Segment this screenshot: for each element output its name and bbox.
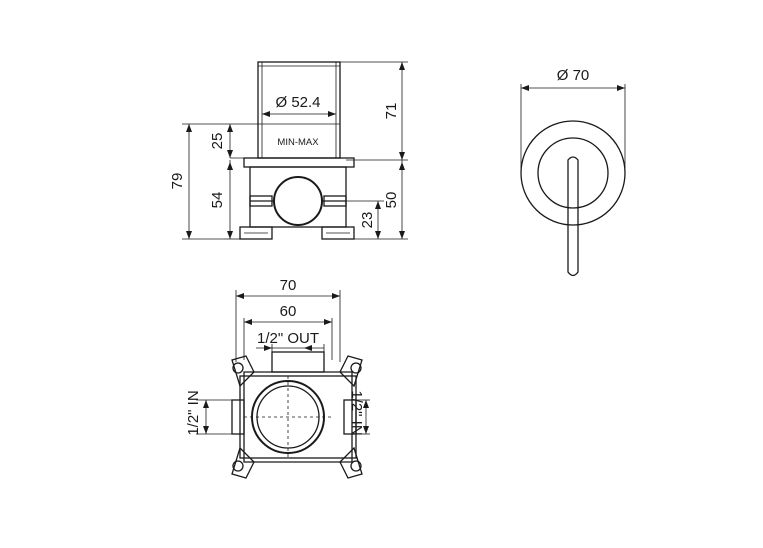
arrow — [244, 319, 252, 325]
arrow — [332, 293, 340, 299]
arrow — [186, 124, 192, 132]
cover-plate — [520, 120, 626, 226]
dim-adjust: 25 — [209, 133, 226, 150]
arrow — [399, 231, 405, 239]
arrow — [203, 400, 209, 408]
arrow — [304, 345, 312, 351]
dim-base: 50 — [383, 192, 400, 209]
dim-height-top: 71 — [383, 103, 400, 120]
arrow — [399, 152, 405, 160]
side-view: Ø 52.4 MIN-MAX 71 50 23 25 54 — [169, 61, 408, 240]
arrow — [227, 162, 233, 170]
dim-lower: 54 — [209, 192, 226, 209]
ear-bottom-left — [231, 446, 255, 479]
handle-view: Ø 70 — [520, 67, 626, 277]
mount-hole — [232, 460, 244, 472]
mount-hole — [350, 460, 362, 472]
arrow — [521, 85, 529, 91]
inlet-port-left — [231, 399, 245, 435]
lever-handle — [567, 156, 579, 277]
flange — [243, 157, 355, 168]
label-out: 1/2" OUT — [257, 330, 319, 347]
inlet-port-right — [343, 399, 357, 435]
label-min-max: MIN-MAX — [277, 137, 319, 148]
arrow — [399, 162, 405, 170]
dim-total: 79 — [169, 173, 186, 190]
label-in-left: 1/2" IN — [185, 390, 202, 435]
mount-hole — [350, 362, 362, 374]
arrow — [203, 426, 209, 434]
inlet-stub-left — [249, 195, 273, 207]
arrow — [186, 231, 192, 239]
arrow — [227, 150, 233, 158]
arrow — [617, 85, 625, 91]
arrow — [262, 111, 270, 117]
arrow — [227, 231, 233, 239]
dim-diameter-plate: Ø 70 — [557, 67, 590, 84]
arrow — [363, 426, 369, 434]
foot-left — [239, 226, 273, 240]
outlet-boss — [271, 351, 325, 373]
arrow — [236, 293, 244, 299]
label-in-right: 1/2" IN — [348, 390, 365, 435]
dim-width-outer: 70 — [280, 277, 297, 294]
arrow — [328, 111, 336, 117]
handle-hub — [537, 137, 609, 209]
arrow — [375, 201, 381, 209]
arrow — [324, 319, 332, 325]
dim-width-inner: 60 — [280, 303, 297, 320]
arrow — [264, 345, 272, 351]
dim-diameter-body: Ø 52.4 — [275, 94, 320, 111]
arrow — [363, 400, 369, 408]
ear-top-left — [231, 355, 255, 388]
arrow — [399, 62, 405, 70]
ear-top-right — [339, 355, 363, 388]
ear-bottom-right — [339, 446, 363, 479]
plan-view: 70 60 1/2" OUT 1/2" IN 1/2" IN — [185, 277, 370, 479]
arrow — [227, 124, 233, 132]
foot-right — [321, 226, 355, 240]
arrow — [375, 231, 381, 239]
mount-hole — [232, 362, 244, 374]
dim-outlet: 23 — [359, 212, 376, 229]
outlet-port — [273, 176, 323, 226]
